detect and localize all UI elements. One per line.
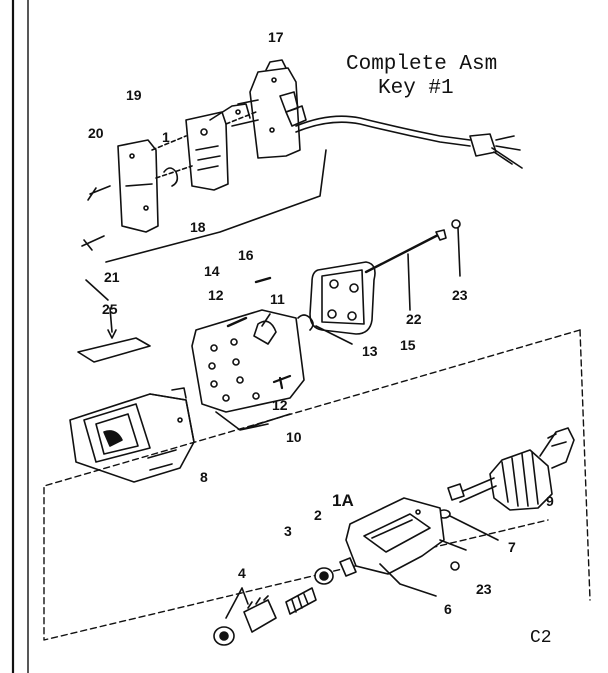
part-23-nut-bottom [450,561,460,571]
callout-14: 14 [204,263,220,279]
part-19-bracket [185,103,251,191]
callout-9: 9 [546,493,554,509]
part-6-end-cap [345,497,445,597]
part-23-nut-top [451,219,461,229]
callout-17: 17 [268,29,284,45]
part-25-insulator [77,337,151,363]
lower-assembly-dashed-frame [43,329,581,641]
callout-16: 16 [238,247,254,263]
callout-7: 7 [508,539,516,555]
part-8-motor-frame [69,387,195,483]
part-1-plate [117,139,159,233]
power-cord [295,115,523,169]
callout-3: 3 [284,523,292,539]
part-12-pin-upper [226,316,248,328]
callout-20: 20 [88,125,104,141]
callout-10: 10 [286,429,302,445]
callout-12-upper: 12 [208,287,224,303]
callout-19: 19 [126,87,142,103]
part-15-end-bell [309,261,376,335]
guide-lines-top [151,135,193,179]
callout-1A: 1A [332,491,354,510]
sheet-code: C2 [530,628,552,648]
part-9-armature [447,427,575,511]
part-21-pin [81,235,105,251]
part-20-pin [87,185,111,201]
leader-16-frame [105,149,327,263]
assembly-title-line2: Key #1 [378,77,454,100]
callout-23-bottom: 23 [476,581,492,597]
part-14-pin [254,276,272,284]
part-17-switch-plate [231,59,307,159]
callout-23-top: 23 [452,287,468,303]
part-3-spring [285,587,317,615]
callout-15: 15 [400,337,416,353]
callout-11: 11 [270,291,285,307]
callout-4: 4 [238,565,246,581]
callout-22: 22 [406,311,422,327]
callout-6: 6 [444,601,452,617]
callout-21: 21 [104,269,120,285]
callout-13: 13 [362,343,378,359]
part-4-pinion [213,587,277,646]
callout-18: 18 [190,219,206,235]
callout-12-lower: 12 [272,397,288,413]
part-10-brush-card [191,309,305,413]
callout-25: 25 [102,301,118,317]
part-22-bolt [364,232,442,274]
leader-10 [215,411,291,431]
part-18-clip [163,167,179,187]
callout-1: 1 [162,129,170,145]
part-1A-bushing [339,557,357,577]
callout-8: 8 [200,469,208,485]
part-12-pin-lower [272,374,292,390]
part-13-spring [297,314,314,331]
callout-2: 2 [314,507,322,523]
assembly-title-line1: Complete Asm [346,53,498,76]
